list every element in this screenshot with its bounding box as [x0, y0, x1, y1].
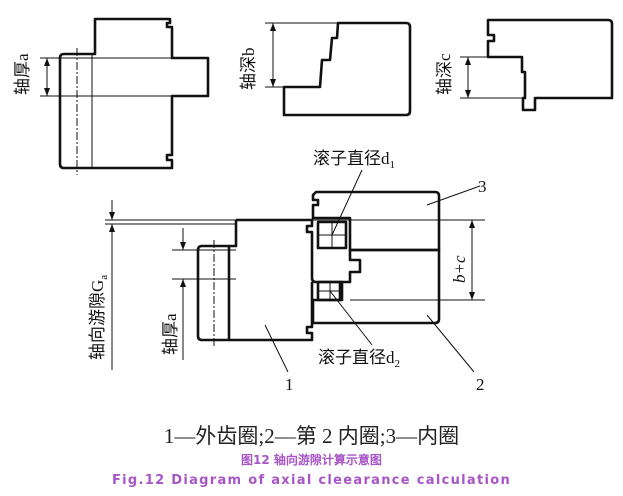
label-axial-depth-b: 轴深b	[239, 48, 258, 91]
figure-title-en: Fig.12 Diagram of axial cleearance calcu…	[111, 473, 512, 488]
label-part1: 1	[285, 375, 294, 394]
label-axial-clearance: 轴向游隙G	[88, 280, 107, 360]
label-axial-depth-c: 轴深c	[435, 53, 454, 95]
svg-text:滚子直径d1: 滚子直径d1	[313, 149, 395, 171]
label-roller-d2-sub: 2	[395, 358, 401, 370]
part1-detail: 轴厚a	[13, 17, 210, 175]
svg-text:轴向游隙Ga: 轴向游隙Ga	[88, 275, 110, 360]
svg-text:滚子直径d2: 滚子直径d2	[318, 348, 400, 370]
label-axial-thickness-a: 轴厚a	[13, 53, 32, 95]
label-axial-clearance-sub: a	[98, 275, 110, 280]
figure-title-cn: 图12 轴向游隙计算示意图	[241, 453, 382, 467]
label-roller-d2: 滚子直径d	[318, 348, 395, 367]
axial-clearance-diagram: 轴厚a 轴深b 轴深c	[13, 17, 614, 394]
label-b-plus-c: b+c	[450, 255, 469, 283]
assembly: 滚子直径d1 滚子直径d2 3 1 2 b+c 轴厚a 轴向游隙Ga	[88, 149, 487, 394]
label-roller-d1: 滚子直径d	[313, 149, 390, 168]
figure-legend: 1—外齿圈;2—第 2 内圈;3—内圈	[163, 424, 460, 448]
label-part3: 3	[478, 177, 487, 196]
label-roller-d1-sub: 1	[390, 159, 396, 171]
part2-detail: 轴深b	[239, 21, 412, 117]
label-assembly-thickness-a: 轴厚a	[161, 313, 180, 355]
part3-detail: 轴深c	[435, 18, 614, 112]
label-part2: 2	[476, 375, 485, 394]
